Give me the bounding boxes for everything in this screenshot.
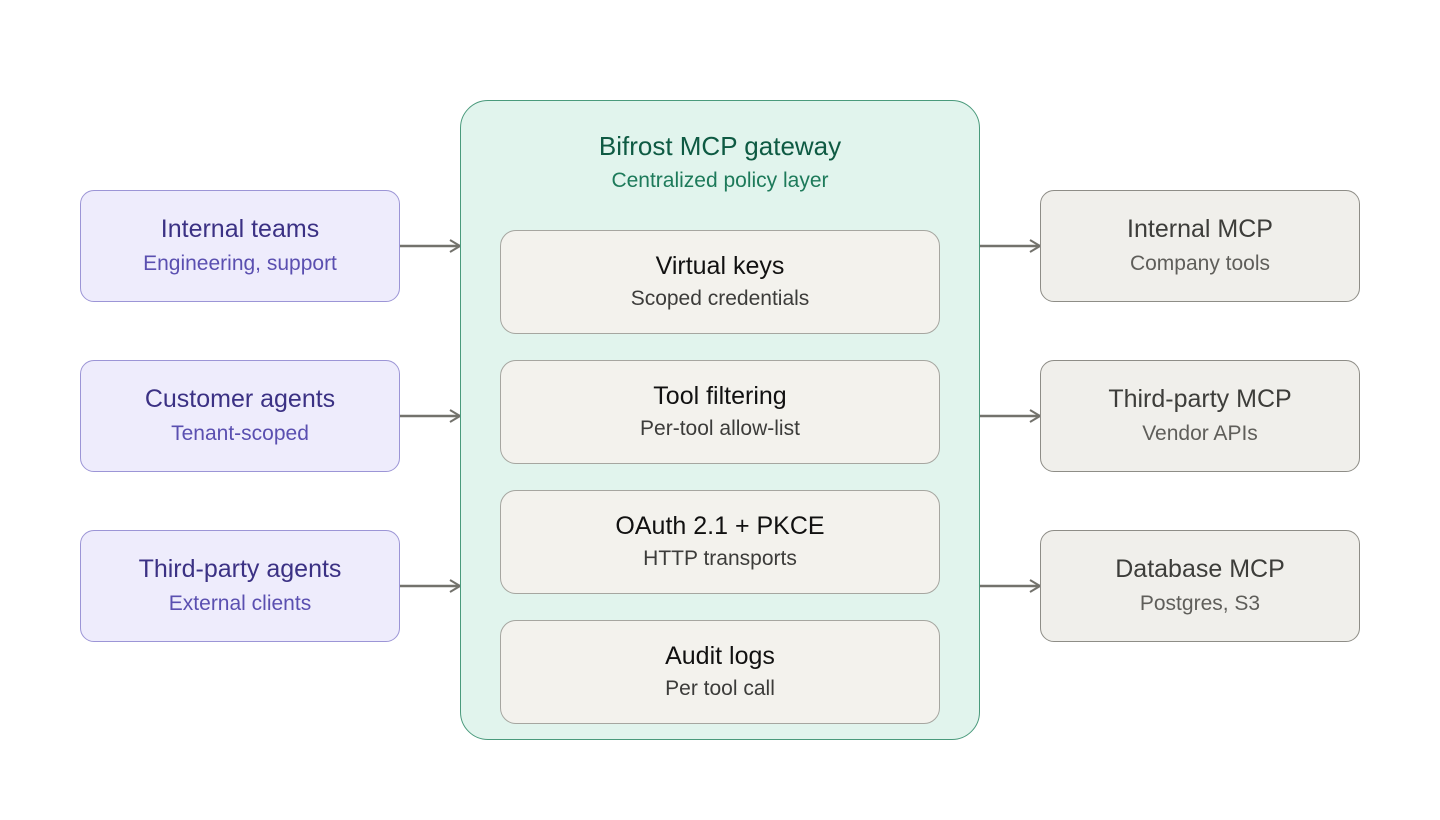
gateway-title: Bifrost MCP gateway bbox=[598, 131, 842, 161]
client-title: Internal teams bbox=[160, 215, 320, 243]
feature-title: OAuth 2.1 + PKCE bbox=[615, 512, 825, 540]
client-subtitle: External clients bbox=[168, 592, 312, 615]
feature-subtitle: Per-tool allow-list bbox=[640, 417, 800, 440]
client-subtitle: Tenant-scoped bbox=[171, 422, 309, 445]
server-subtitle: Company tools bbox=[1129, 252, 1271, 275]
feature-subtitle: Scoped credentials bbox=[630, 287, 810, 310]
client-subtitle: Engineering, support bbox=[143, 252, 337, 275]
feature-title: Virtual keys bbox=[655, 252, 785, 280]
feature-audit-logs: Audit logs Per tool call bbox=[500, 620, 940, 724]
feature-subtitle: HTTP transports bbox=[643, 547, 797, 570]
client-internal-teams: Internal teams Engineering, support bbox=[80, 190, 400, 302]
server-database-mcp: Database MCP Postgres, S3 bbox=[1040, 530, 1360, 642]
server-title: Database MCP bbox=[1115, 555, 1285, 583]
server-subtitle: Postgres, S3 bbox=[1139, 592, 1261, 615]
server-title: Third-party MCP bbox=[1108, 385, 1292, 413]
gateway-subtitle: Centralized policy layer bbox=[611, 169, 829, 192]
feature-title: Tool filtering bbox=[653, 382, 787, 410]
feature-oauth: OAuth 2.1 + PKCE HTTP transports bbox=[500, 490, 940, 594]
feature-tool-filtering: Tool filtering Per-tool allow-list bbox=[500, 360, 940, 464]
server-title: Internal MCP bbox=[1127, 215, 1273, 243]
client-title: Customer agents bbox=[144, 385, 336, 413]
feature-title: Audit logs bbox=[665, 642, 775, 670]
client-third-party-agents: Third-party agents External clients bbox=[80, 530, 400, 642]
server-internal-mcp: Internal MCP Company tools bbox=[1040, 190, 1360, 302]
client-customer-agents: Customer agents Tenant-scoped bbox=[80, 360, 400, 472]
server-subtitle: Vendor APIs bbox=[1142, 422, 1258, 445]
feature-subtitle: Per tool call bbox=[665, 677, 775, 700]
server-third-party-mcp: Third-party MCP Vendor APIs bbox=[1040, 360, 1360, 472]
client-title: Third-party agents bbox=[138, 555, 342, 583]
feature-virtual-keys: Virtual keys Scoped credentials bbox=[500, 230, 940, 334]
